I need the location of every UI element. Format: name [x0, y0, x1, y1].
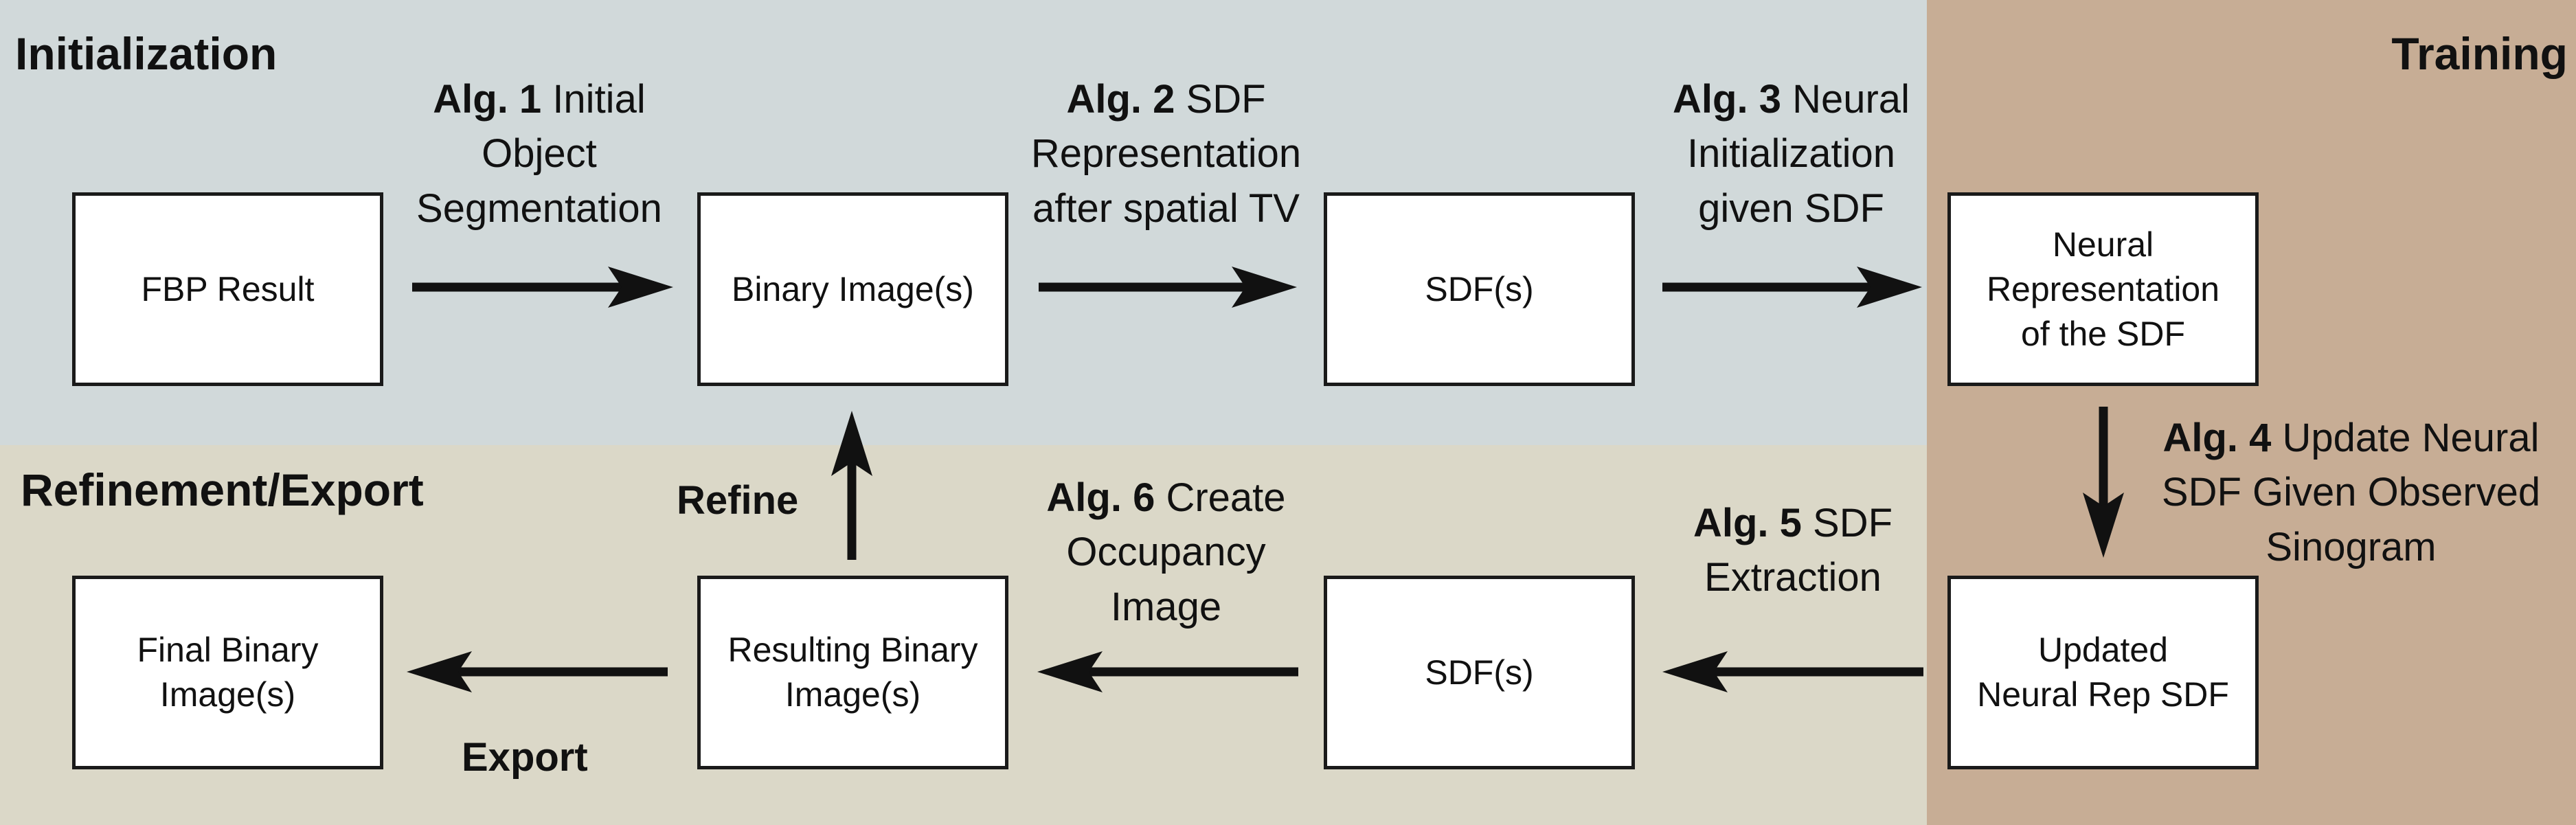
arrow-sdf-to-resulting — [1037, 651, 1298, 692]
arrow-sdf-to-neural — [1662, 267, 1922, 308]
alg5-line2: Extraction — [1704, 555, 1882, 600]
updated-neural-rep-label: Updated Neural Rep SDF — [1977, 631, 2229, 714]
alg6-tag: Alg. 6 — [1046, 475, 1155, 520]
arrow-refine-up — [831, 411, 872, 560]
alg6-line1: Create — [1166, 475, 1286, 520]
refinement-export-title: Refinement/Export — [21, 464, 424, 515]
alg4-tag: Alg. 4 — [2162, 416, 2272, 460]
alg6-line2: Occupancy — [1066, 530, 1266, 575]
alg2-caption: Alg. 2 SDF Representation after spatial … — [1010, 72, 1322, 236]
alg4-line3: Sinogram — [2266, 524, 2437, 569]
alg3-tag: Alg. 3 — [1673, 77, 1781, 122]
arrow-fbp-to-binary — [412, 267, 673, 308]
alg3-caption: Alg. 3 Neural Initialization given SDF — [1638, 72, 1944, 236]
alg2-tag: Alg. 2 — [1066, 77, 1175, 122]
alg5-line1: SDF — [1813, 501, 1893, 545]
alg5-caption: Alg. 5 SDF Extraction — [1642, 496, 1944, 605]
resulting-binary-box: Resulting Binary Image(s) — [697, 576, 1008, 769]
sdfs-top-box: SDF(s) — [1324, 192, 1635, 386]
neural-representation-label: Neural Representation of the SDF — [1986, 225, 2220, 353]
arrow-binary-to-sdf — [1039, 267, 1297, 308]
alg2-line2: Representation — [1030, 131, 1302, 177]
fbp-result-box: FBP Result — [72, 192, 383, 386]
arrow-resulting-to-final — [407, 651, 668, 692]
arrow-neural-to-updated — [2083, 407, 2124, 558]
alg1-caption: Alg. 1 Initial Object Segmentation — [385, 72, 694, 236]
alg6-line3: Image — [1110, 584, 1222, 629]
sdfs-bottom-box: SDF(s) — [1324, 576, 1635, 769]
alg1-line1: Initial — [552, 77, 646, 122]
alg4-line2: SDF Given Observed — [2161, 470, 2541, 515]
alg4-line1: Update Neural — [2282, 416, 2540, 460]
alg2-line3: after spatial TV — [1032, 185, 1300, 231]
alg3-line3: given SDF — [1698, 185, 1884, 231]
final-binary-box: Final Binary Image(s) — [72, 576, 383, 769]
alg6-caption: Alg. 6 Create Occupancy Image — [1010, 471, 1322, 634]
fbp-result-label: FBP Result — [141, 269, 315, 308]
binary-images-label: Binary Image(s) — [732, 269, 974, 308]
alg3-line2: Initialization — [1686, 131, 1896, 177]
sdfs-top-label: SDF(s) — [1425, 269, 1534, 308]
final-binary-label: Final Binary Image(s) — [137, 631, 319, 714]
arrow-updated-to-sdf — [1662, 651, 1923, 692]
training-title: Training — [2391, 28, 2568, 79]
alg1-tag: Alg. 1 — [433, 77, 542, 122]
updated-neural-rep-box: Updated Neural Rep SDF — [1947, 576, 2259, 769]
neural-representation-box: Neural Representation of the SDF — [1947, 192, 2259, 386]
alg2-line1: SDF — [1186, 77, 1266, 122]
alg4-caption: Alg. 4 Update Neural SDF Given Observed … — [2136, 411, 2566, 574]
refine-label: Refine — [677, 478, 799, 523]
resulting-binary-label: Resulting Binary Image(s) — [727, 631, 978, 714]
alg3-line1: Neural — [1792, 77, 1910, 122]
alg1-line2: Object — [482, 131, 597, 177]
sdfs-bottom-label: SDF(s) — [1425, 653, 1534, 692]
binary-images-box: Binary Image(s) — [697, 192, 1008, 386]
initialization-title: Initialization — [15, 28, 278, 79]
alg5-tag: Alg. 5 — [1693, 501, 1802, 545]
alg1-line3: Segmentation — [416, 185, 662, 231]
export-label: Export — [462, 735, 588, 780]
